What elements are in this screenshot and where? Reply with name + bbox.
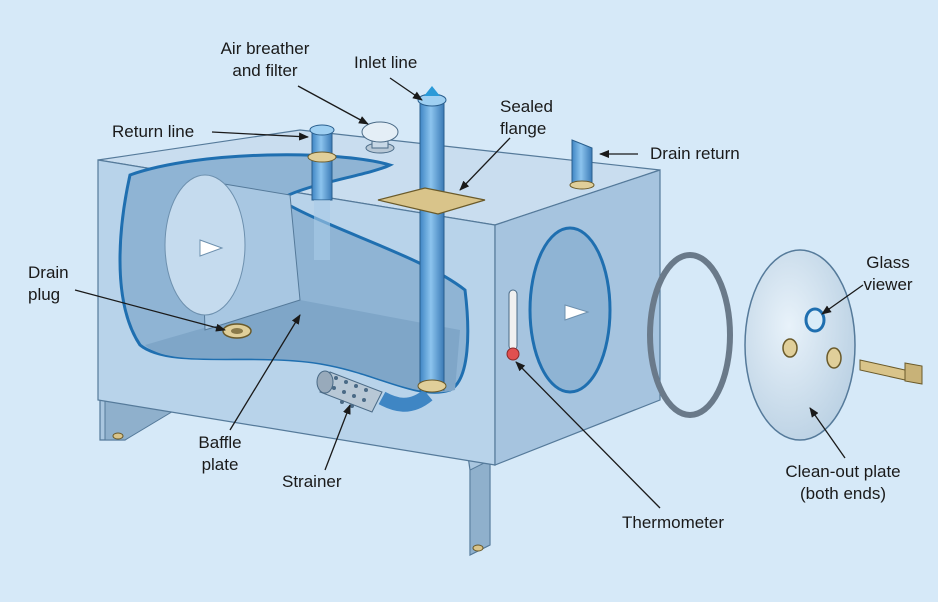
- label-air-breather-line1: Air breather: [220, 39, 310, 58]
- label-cleanout-line2: (both ends): [800, 484, 886, 503]
- label-glass-line1: Glass: [866, 253, 910, 272]
- label-drain-return: Drain return: [650, 144, 740, 163]
- label-cleanout-line1: Clean-out plate: [785, 462, 901, 481]
- label-baffle-plate: Baffle plate: [190, 432, 250, 476]
- label-drain-plug-line2: plug: [28, 285, 61, 304]
- label-drain-plug-line1: Drain: [28, 263, 69, 282]
- inlet-pipe: [417, 86, 447, 393]
- label-drain-plug: Drain plug: [28, 262, 69, 306]
- label-baffle-line1: Baffle: [198, 433, 242, 452]
- strainer-part: [316, 370, 433, 413]
- drain-return-pipe: [571, 139, 593, 186]
- thermometer-part: [506, 289, 520, 361]
- air-breather-part: [361, 121, 399, 154]
- label-baffle-line2: plate: [201, 455, 239, 474]
- label-strainer: Strainer: [282, 472, 342, 491]
- label-sealed-line1: Sealed: [500, 97, 553, 116]
- label-inlet-line: Inlet line: [354, 53, 418, 72]
- label-sealed-flange: Sealed flange: [500, 96, 553, 140]
- label-air-breather-line2: and filter: [232, 61, 298, 80]
- label-arrows: [74, 77, 864, 509]
- label-glass-line2: viewer: [863, 275, 913, 294]
- label-thermometer: Thermometer: [622, 513, 725, 532]
- label-clean-out-plate: Clean-out plate (both ends): [768, 461, 918, 505]
- clean-out-plate-part: [744, 249, 856, 441]
- label-return-line: Return line: [112, 122, 195, 141]
- return-line-pipe: [307, 124, 337, 260]
- label-air-breather: Air breather and filter: [205, 38, 325, 82]
- gasket-ring: [647, 252, 733, 418]
- bolt-part: [859, 359, 923, 385]
- label-sealed-line2: flange: [500, 119, 547, 138]
- label-glass-viewer: Glass viewer: [848, 252, 928, 296]
- sealed-flange-part: [377, 187, 486, 215]
